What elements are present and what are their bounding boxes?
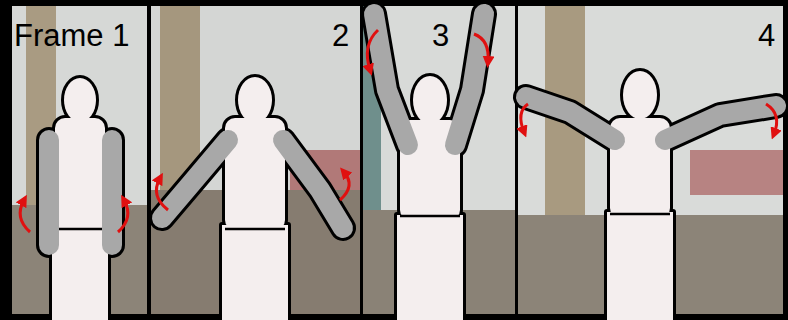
frame-title: Frame 1 [14,20,129,51]
frame-number: 4 [758,20,775,51]
arm-silhouette [49,14,776,245]
motion-arrow [20,30,777,232]
frame-number: 3 [432,20,449,51]
body-silhouette [52,71,673,320]
frame-number: 2 [332,20,349,51]
silhouette-outline [49,14,776,320]
waist-line [55,214,670,229]
